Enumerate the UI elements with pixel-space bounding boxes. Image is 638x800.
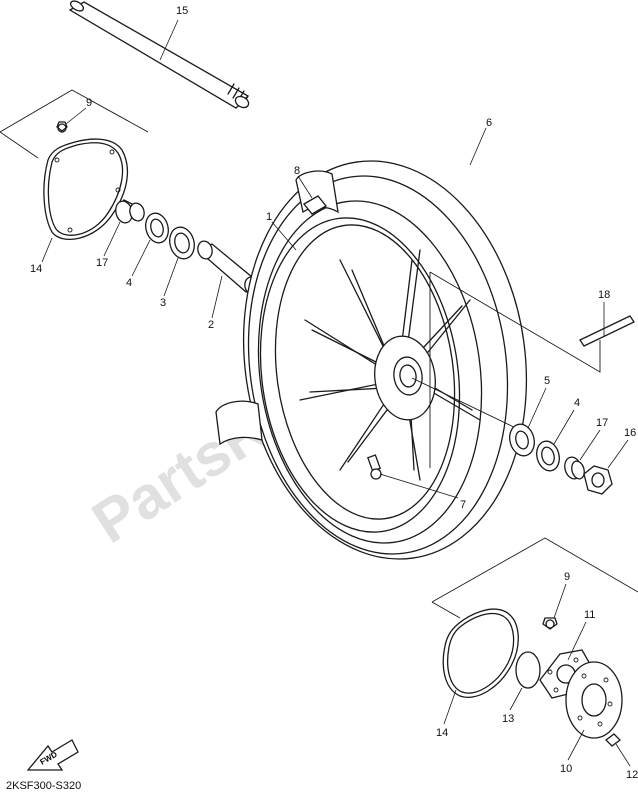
nut-16 <box>583 465 613 495</box>
callout-17-right: 17 <box>596 417 608 429</box>
callout-14-lower: 14 <box>436 727 448 739</box>
oil-seal-5 <box>509 423 535 457</box>
callout-18: 18 <box>598 289 610 301</box>
diagram-code: 2KSF300-S320 <box>6 780 82 792</box>
bolt-9-lower <box>542 617 558 630</box>
callout-5: 5 <box>544 375 550 387</box>
collar-17-right <box>564 456 585 480</box>
callout-15: 15 <box>176 5 188 17</box>
callout-7: 7 <box>460 499 466 511</box>
disc-10 <box>565 661 623 739</box>
balance-weight-8 <box>303 195 327 215</box>
callout-4-right: 4 <box>574 397 580 409</box>
right-disc-box <box>431 537 638 747</box>
callout-16: 16 <box>624 427 636 439</box>
callout-6: 6 <box>486 117 492 129</box>
callout-12: 12 <box>626 769 638 781</box>
callout-4-upper: 4 <box>126 277 132 289</box>
callout-14-upper: 14 <box>30 263 42 275</box>
callout-10: 10 <box>560 763 572 775</box>
callout-3: 3 <box>160 297 166 309</box>
bolt-9-upper <box>56 121 68 133</box>
bearing-3 <box>169 226 195 260</box>
callout-1: 1 <box>266 211 272 223</box>
callout-9-upper: 9 <box>86 97 92 109</box>
bolt-12 <box>605 733 621 747</box>
leader-lines <box>41 19 631 767</box>
wheel-1 <box>259 217 601 533</box>
fwd-arrow-icon: FWD <box>26 739 79 771</box>
gasket-14-lower <box>442 608 519 698</box>
axle-part <box>68 0 250 109</box>
oil-seal-4-right <box>536 440 560 472</box>
left-disc-box <box>0 89 149 241</box>
callout-2: 2 <box>208 319 214 331</box>
valve-7 <box>367 454 382 480</box>
oil-seal-4-left <box>145 212 169 244</box>
callout-11: 11 <box>584 609 595 621</box>
label-18 <box>579 315 635 347</box>
callout-9-lower: 9 <box>564 571 570 583</box>
callouts: 15 9 6 8 1 14 17 4 3 2 18 5 4 17 16 7 9 … <box>30 5 638 781</box>
callout-17-upper: 17 <box>96 257 108 269</box>
collar-17-left <box>115 199 145 224</box>
o-ring-13 <box>515 651 541 689</box>
callout-8: 8 <box>294 165 300 177</box>
callout-13: 13 <box>502 713 514 725</box>
gasket-14-upper <box>43 138 129 241</box>
